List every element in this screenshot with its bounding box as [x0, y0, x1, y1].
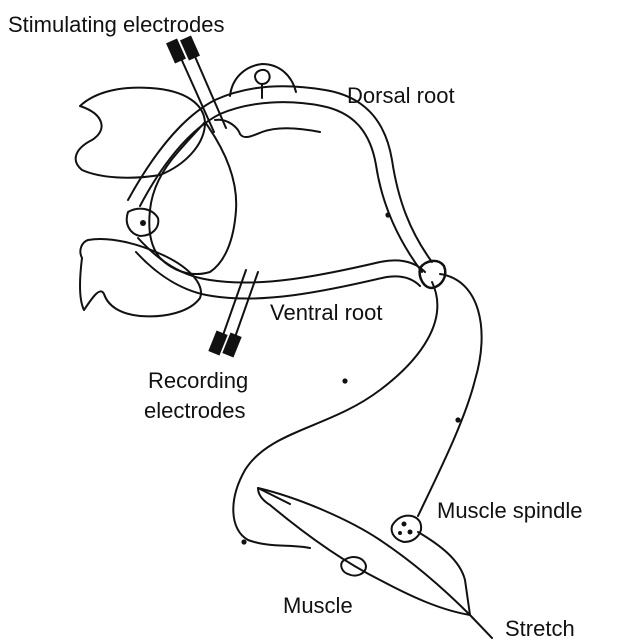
spinal-cord-grey-matter [149, 122, 236, 274]
fiber-dot [342, 378, 347, 383]
fiber-dot [385, 212, 390, 217]
label-dorsal-root: Dorsal root [347, 83, 455, 108]
ventral-root-inner [136, 252, 420, 299]
spinal-cord-dorsal-horn [76, 88, 205, 178]
sensory-nerve-fiber [418, 274, 482, 516]
label-muscle-spindle: Muscle spindle [437, 498, 583, 523]
fiber-dot [455, 417, 460, 422]
stimulating-electrodes [166, 36, 226, 132]
label-recording-line2: electrodes [144, 398, 246, 423]
label-stimulating-electrodes: Stimulating electrodes [8, 12, 224, 37]
ventral-root-outer [138, 238, 425, 283]
muscle-spindle [392, 516, 421, 542]
dorsal-root-entry [215, 120, 320, 137]
label-recording-line1: Recording [148, 368, 248, 393]
fiber-dot [241, 539, 246, 544]
ganglion-cell-body [255, 70, 270, 84]
label-stretch: Stretch [505, 616, 575, 641]
dorsal-root-outer [128, 86, 432, 262]
label-muscle: Muscle [283, 593, 353, 618]
spinal-cord-ventral-horn [80, 239, 201, 316]
central-canal-dot [140, 220, 146, 226]
label-ventral-root: Ventral root [270, 300, 383, 325]
